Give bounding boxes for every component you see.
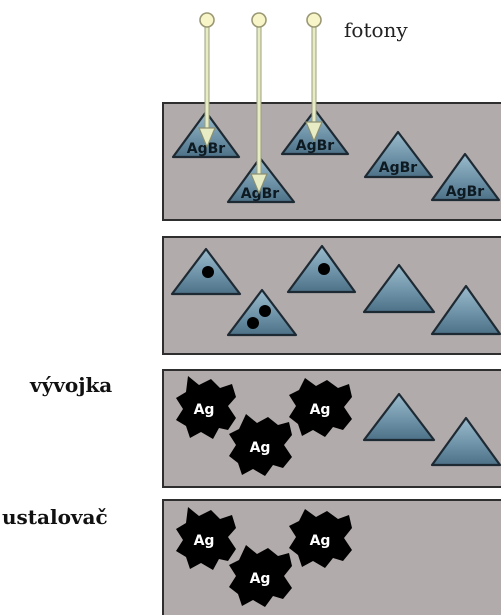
crystal-with-latent-image — [286, 244, 357, 294]
silver-grain: Ag — [229, 414, 292, 476]
panel-latent-image — [162, 236, 501, 355]
silver-label: Ag — [250, 440, 271, 456]
latent-speck — [202, 266, 214, 278]
silver-label: Ag — [194, 533, 215, 549]
silver-blob — [176, 376, 236, 439]
silver-grain: Ag — [176, 376, 236, 439]
silver-blob — [229, 545, 292, 607]
crystal-label: AgBr — [446, 184, 485, 200]
crystal-label: AgBr — [187, 141, 226, 157]
latent-speck — [259, 305, 271, 317]
silver-label: Ag — [310, 402, 331, 418]
crystal — [430, 416, 501, 467]
latent-speck — [247, 317, 259, 329]
photon-dot — [251, 12, 267, 28]
crystal-with-latent-image — [170, 247, 242, 296]
panel-exposure — [162, 102, 501, 221]
photon-beam — [305, 12, 323, 143]
panel-4-content: Ag Ag Ag — [176, 507, 352, 607]
silver-blob — [229, 414, 292, 476]
latent-speck — [318, 263, 330, 275]
crystal-label: AgBr — [379, 160, 418, 176]
crystal — [362, 392, 436, 442]
silver-grain: Ag — [289, 509, 352, 568]
panel-1-crystals: AgBr AgBr AgBr AgBr AgBr — [171, 108, 501, 204]
silver-label: Ag — [194, 402, 215, 418]
silver-blob — [289, 378, 352, 437]
silver-grain: Ag — [176, 507, 236, 570]
panel-3-content: Ag Ag Ag — [176, 376, 501, 476]
photon-beams — [198, 12, 323, 195]
silver-grain: Ag — [289, 378, 352, 437]
silver-grain: Ag — [229, 545, 292, 607]
photon-dot — [306, 12, 322, 28]
fixer-label: ustalovač — [2, 505, 108, 529]
silver-label: Ag — [250, 571, 271, 587]
panel-2-crystals — [170, 244, 501, 337]
crystal-agbr: AgBr — [430, 152, 501, 202]
crystal-label: AgBr — [241, 186, 280, 202]
silver-label: Ag — [310, 533, 331, 549]
silver-blob — [176, 507, 236, 570]
developer-label: vývojka — [29, 373, 112, 397]
crystal — [362, 263, 436, 314]
photons-label: fotony — [344, 18, 408, 42]
crystal — [430, 284, 501, 336]
photon-dot — [199, 12, 215, 28]
crystal-label: AgBr — [296, 138, 335, 154]
crystal-with-latent-image — [226, 288, 298, 337]
photon-beam — [198, 12, 216, 149]
silver-blob — [289, 509, 352, 568]
crystal-agbr: AgBr — [363, 130, 434, 179]
photon-beam — [250, 12, 268, 195]
